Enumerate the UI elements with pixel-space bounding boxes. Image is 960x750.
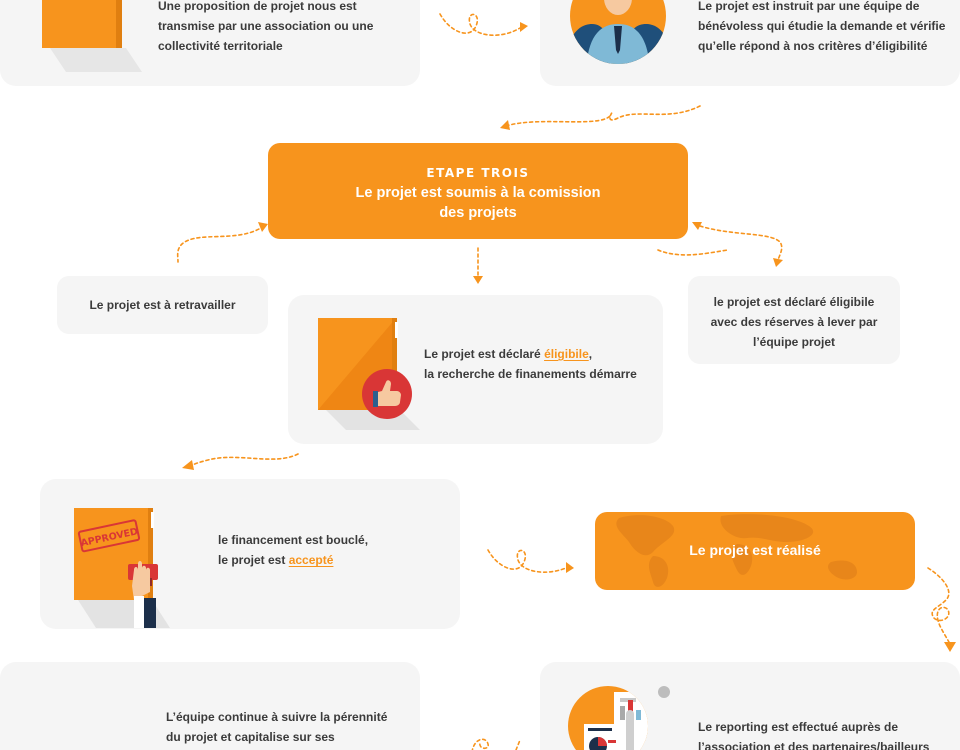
arrow-step3-to-right bbox=[657, 222, 783, 267]
eligible-highlight: éligibile bbox=[544, 347, 589, 361]
outcome-eligible-text: Le projet est déclaré éligibile, la rech… bbox=[424, 347, 637, 381]
accepted-highlight: accepté bbox=[288, 553, 334, 567]
arrow-step2-to-step3 bbox=[500, 105, 701, 130]
realized-text: Le projet est réalisé bbox=[689, 542, 821, 558]
step-three-box: ETAPE TROIS Le projet est soumis à la co… bbox=[268, 143, 688, 239]
reporting-text: Le reporting est effectué auprès de l’as… bbox=[698, 720, 930, 750]
outcome-reserves-card: le projet est déclaré éligibile avec des… bbox=[688, 276, 900, 364]
approved-stamp-folder-icon: APPROVED bbox=[74, 508, 170, 628]
funding-text: le financement est bouclé, le projet est… bbox=[218, 530, 438, 570]
world-map-icon bbox=[616, 514, 857, 587]
outcome-eligible-text-before: Le projet est déclaré bbox=[424, 347, 541, 361]
funding-text-before: le projet est bbox=[218, 553, 286, 567]
step-three-kicker: ETAPE TROIS bbox=[426, 166, 530, 180]
report-document-icon bbox=[568, 686, 670, 750]
outcome-reserves-text: le projet est déclaré éligibile avec des… bbox=[710, 295, 878, 349]
outcome-rework-text: Le projet est à retravailler bbox=[89, 298, 236, 312]
volunteer-team-icon bbox=[570, 0, 666, 64]
step-two-text: Le projet est instruit par une équipe de… bbox=[698, 0, 946, 53]
step-one-text: Une proposition de projet nous est trans… bbox=[158, 0, 374, 53]
arrow-step3-to-center bbox=[473, 247, 483, 284]
outcome-rework-card: Le projet est à retravailler bbox=[57, 276, 268, 334]
folder-thumbs-up-icon bbox=[318, 318, 420, 430]
arrow-eligible-to-funding bbox=[182, 453, 299, 470]
step-three-title: Le projet est soumis à la comission des … bbox=[355, 185, 601, 221]
arrow-realized-to-reporting bbox=[927, 567, 956, 652]
arrow-reporting-to-followup bbox=[471, 738, 521, 750]
followup-card bbox=[0, 662, 420, 750]
folder-icon bbox=[42, 0, 142, 72]
funding-line1: le financement est bouclé, bbox=[218, 533, 369, 547]
outcome-eligible-text-after: la recherche de finanements démarre bbox=[424, 367, 637, 381]
followup-text: L’équipe continue à suivre la pérennité … bbox=[166, 710, 388, 744]
realized-box: Le projet est réalisé bbox=[595, 512, 915, 590]
arrow-step3-to-left bbox=[176, 222, 268, 263]
arrow-step1-to-step2 bbox=[439, 13, 528, 36]
arrow-funding-to-realized bbox=[487, 549, 574, 573]
